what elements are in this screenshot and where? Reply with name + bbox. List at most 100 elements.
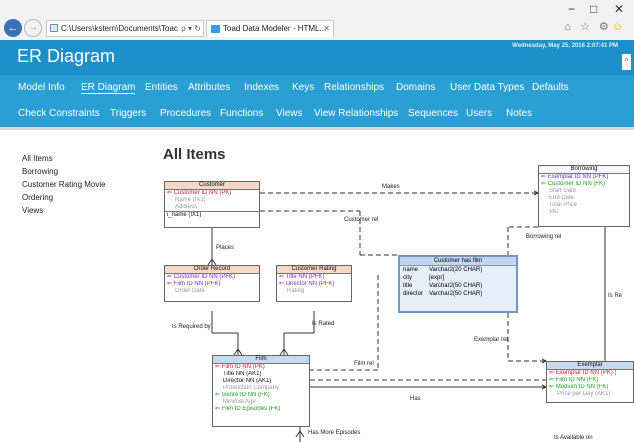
tab-favicon-icon <box>211 25 220 33</box>
tab-close-icon[interactable]: ✕ <box>323 24 330 33</box>
key-icon: ⇐ <box>215 406 221 412</box>
nav-user-data-types[interactable]: User Data Types <box>450 82 525 93</box>
nav-users[interactable]: Users <box>466 108 493 119</box>
attribute-row: Name (IX1) <box>175 197 206 203</box>
key-icon: ⇐ <box>279 274 285 280</box>
nav-er-diagram[interactable]: ER Diagram <box>81 82 136 94</box>
label-places: Places <box>216 245 235 251</box>
nav-attributes[interactable]: Attributes <box>188 82 231 93</box>
attribute-row: ⇐ Title NN (PFK) <box>279 274 325 280</box>
page-icon <box>50 24 58 32</box>
attribute-row: ⇐ Exemplar ID NN (PFK) <box>541 174 609 180</box>
close-window-button[interactable]: ✕ <box>614 2 625 16</box>
nav-keys[interactable]: Keys <box>292 82 315 93</box>
smiley-icon[interactable]: ☺ <box>611 21 626 33</box>
maximize-button[interactable]: □ <box>590 2 598 16</box>
er-diagram: Customer ⇐ Customer ID NN (PK) Name (IX1… <box>150 165 634 442</box>
nav-sequences[interactable]: Sequences <box>408 108 459 119</box>
back-button[interactable]: ← <box>4 19 22 37</box>
entity-customer[interactable]: Customer ⇐ Customer ID NN (PK) Name (IX1… <box>164 181 260 228</box>
view-title: Customer has film <box>400 257 516 266</box>
label-makes: Makes <box>382 184 400 190</box>
key-icon: ⇐ <box>549 370 555 376</box>
attribute-row: Price per Day (AK1) <box>557 391 611 397</box>
key-icon: ⇐ <box>167 281 173 287</box>
attribute-row: ⇐ Customer ID NN (PK) <box>167 190 232 196</box>
entity-film[interactable]: Film ⇐ Film ID NN (PK) Title NN (AK1) Di… <box>212 355 310 427</box>
sidebar-item-ordering[interactable]: Ordering <box>22 193 54 202</box>
minimize-button[interactable]: − <box>568 2 576 16</box>
sidebar: All Items Borrowing Customer Rating Movi… <box>0 130 148 442</box>
nav-indexes[interactable]: Indexes <box>244 82 280 93</box>
key-icon: ⇐ <box>167 274 173 280</box>
sidebar-item-views[interactable]: Views <box>22 206 44 215</box>
sidebar-item-customer-rating-movie[interactable]: Customer Rating Movie <box>22 180 106 189</box>
entity-title: Customer Rating <box>277 266 351 274</box>
nav-relationships[interactable]: Relationships <box>324 82 385 93</box>
attribute-row: Total Price <box>549 202 578 208</box>
sidebar-item-borrowing[interactable]: Borrowing <box>22 167 59 176</box>
entity-title: Borrowing <box>539 166 629 174</box>
attribute-row: Production Company <box>223 385 280 391</box>
address-text: C:\Users\kstern\Documents\Toac <box>61 24 178 33</box>
nav-functions[interactable]: Functions <box>220 108 264 119</box>
view-row: city[expr] <box>403 275 445 281</box>
page-title: ER Diagram <box>17 46 116 66</box>
main-nav-row2: Check Constraints Triggers Procedures Fu… <box>0 101 634 130</box>
nav-check-constraints[interactable]: Check Constraints <box>18 108 100 119</box>
attribute-row: Start Date <box>549 188 577 194</box>
nav-view-relationships[interactable]: View Relationships <box>314 108 399 119</box>
label-exemplar-rel: Exemplar rel <box>474 337 508 343</box>
address-bar[interactable]: C:\Users\kstern\Documents\Toac ρ ▾ ↻ <box>46 20 204 37</box>
entity-title: Order Record <box>165 266 259 274</box>
entity-borrowing[interactable]: Borrowing ⇐ Exemplar ID NN (PFK) ⇐ Custo… <box>538 165 630 227</box>
key-icon: ⇐ <box>215 364 221 370</box>
attribute-row: ⇐ Film ID NN (PFK) <box>167 281 221 287</box>
browser-toolbar-icons[interactable]: ⌂ ☆ ⚙☺ <box>564 20 626 33</box>
attribute-row: ⇐ Director NN (PFK) <box>279 281 335 287</box>
key-icon: ⇐ <box>279 281 285 287</box>
attribute-row: Title NN (AK1) <box>223 371 262 377</box>
attribute-row: End Date <box>549 195 575 201</box>
arrow-left-icon: ← <box>7 22 19 34</box>
sidebar-item-all-items[interactable]: All Items <box>22 154 53 163</box>
attribute-row: Order Date <box>175 288 205 294</box>
entity-exemplar[interactable]: Exemplar ⇐ Exemplar ID NN (PK) ( ⇐ Film … <box>546 361 634 403</box>
address-tools[interactable]: ρ ▾ ↻ <box>181 24 201 33</box>
label-has-more-episodes: Has More Episodes <box>308 430 361 436</box>
scroll-up-button[interactable]: ^ <box>622 54 631 70</box>
attribute-row: Rating <box>287 288 305 294</box>
label-film-rel: Film rel <box>354 361 374 367</box>
nav-procedures[interactable]: Procedures <box>160 108 212 119</box>
attribute-row: ⇐ Exemplar ID NN (PK) ( <box>549 370 617 376</box>
main-title: All Items <box>163 146 226 163</box>
nav-views[interactable]: Views <box>276 108 303 119</box>
nav-defaults[interactable]: Defaults <box>532 82 569 93</box>
attribute-row: Minimal Age <box>223 399 256 405</box>
nav-entities[interactable]: Entities <box>145 82 178 93</box>
key-icon: ⇐ <box>167 190 173 196</box>
attribute-row: ⇐ Film ID Episodes (FK) <box>215 406 281 412</box>
label-has: Has <box>410 396 421 402</box>
browser-tab[interactable]: Toad Data Modeler - HTML... ✕ <box>206 20 334 37</box>
nav-notes[interactable]: Notes <box>506 108 533 119</box>
forward-button[interactable]: → <box>24 19 42 37</box>
date-label: Wednesday, May 25, 2016 2:07:41 PM <box>512 43 618 49</box>
nav-model-info[interactable]: Model Info <box>18 82 65 93</box>
entity-customer-rating[interactable]: Customer Rating ⇐ Title NN (PFK) ⇐ Direc… <box>276 265 352 302</box>
nav-triggers[interactable]: Triggers <box>110 108 147 119</box>
label-is-re: Is Re <box>608 293 623 299</box>
nav-domains[interactable]: Domains <box>396 82 436 93</box>
app-header: ER Diagram Wednesday, May 25, 2016 2:07:… <box>0 40 634 75</box>
label-is-available-on: Is Available on <box>554 435 593 441</box>
entity-title: Exemplar <box>547 362 633 370</box>
label-is-rated: Is Rated <box>312 321 335 327</box>
entity-order-record[interactable]: Order Record ⇐ Customer ID NN (PFK) ⇐ Fi… <box>164 265 260 302</box>
key-icon: ⇐ <box>215 392 221 398</box>
home-star-gear-icons[interactable]: ⌂ ☆ ⚙ <box>564 21 612 33</box>
label-is-required-by: Is Required by <box>172 324 211 330</box>
key-icon: ⇐ <box>549 384 555 390</box>
entity-title: Customer <box>165 182 259 190</box>
